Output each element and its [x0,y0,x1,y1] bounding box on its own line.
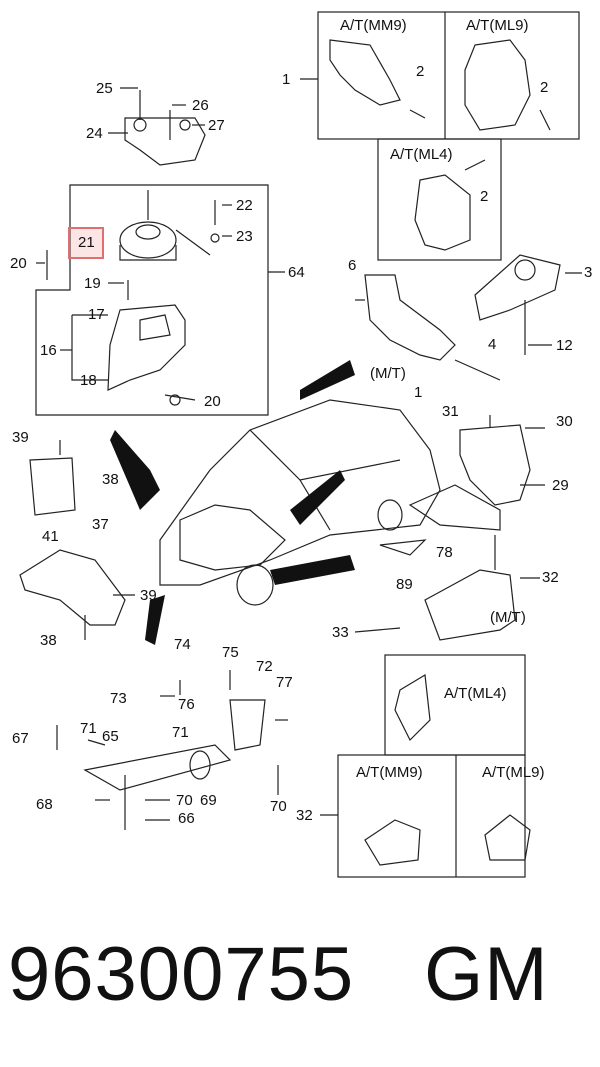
callout-39-top: 39 [12,429,29,446]
callout-21: 21 [78,234,95,251]
callout-76: 76 [178,696,195,713]
callout-66: 66 [178,810,195,827]
callout-68: 68 [36,796,53,813]
variant-label-ml4-bottom: A/T(ML4) [444,685,507,702]
variant-label-mt-left: (M/T) [370,365,406,382]
callout-23: 23 [236,228,253,245]
callout-27: 27 [208,117,225,134]
callout-20-top: 20 [10,255,27,272]
callout-69: 69 [200,792,217,809]
callout-39-bottom: 39 [140,587,157,604]
callout-38-top: 38 [102,471,119,488]
callout-71-right: 71 [172,724,189,741]
callout-32-mt: 32 [542,569,559,586]
callout-25: 25 [96,80,113,97]
part-number: 96300755 [8,932,355,1017]
callout-74: 74 [174,636,191,653]
callout-22: 22 [236,197,253,214]
highlighted-part-21 [68,227,104,259]
callout-75: 75 [222,644,239,661]
callout-18: 18 [80,372,97,389]
car-silhouette [159,399,441,586]
callout-31: 31 [442,403,459,420]
callout-70-right: 70 [270,798,287,815]
callout-1-mt: 1 [414,384,423,401]
callout-1-top: 1 [282,71,291,88]
variant-label-ml4-top: A/T(ML4) [390,146,453,163]
callout-72: 72 [256,658,273,675]
callout-16: 16 [40,342,57,359]
callout-33: 33 [332,624,349,641]
engine-mount-bracket-24 [124,117,206,166]
callout-78: 78 [436,544,453,561]
callout-24: 24 [86,125,103,142]
callout-4: 4 [488,336,497,353]
callout-67: 67 [12,730,29,747]
callout-2-mm9: 2 [416,63,425,80]
callout-29: 29 [552,477,569,494]
callout-12: 12 [556,337,573,354]
callout-3: 3 [584,264,593,281]
callout-89: 89 [396,576,413,593]
callout-41: 41 [42,528,59,545]
callout-30: 30 [556,413,573,430]
callout-19: 19 [84,275,101,292]
variant-label-mt-right: (M/T) [490,609,526,626]
callout-64: 64 [288,264,305,281]
variant-label-mm9-top: A/T(MM9) [340,17,407,34]
callout-38-bottom: 38 [40,632,57,649]
callout-73: 73 [110,690,127,707]
part-caption: 96300755 GM [8,935,549,1015]
callout-71-left: 71 [80,720,97,737]
callout-2-ml4: 2 [480,188,489,205]
callout-17: 17 [88,306,105,323]
callout-32-bottom: 32 [296,807,313,824]
brand-name: GM [424,932,549,1017]
callout-6: 6 [348,257,357,274]
callout-65: 65 [102,728,119,745]
callout-77: 77 [276,674,293,691]
variant-label-ml9-top: A/T(ML9) [466,17,529,34]
variant-label-ml9-bottom: A/T(ML9) [482,764,545,781]
callout-20-bottom: 20 [204,393,221,410]
callout-70-left: 70 [176,792,193,809]
callout-37: 37 [92,516,109,533]
variant-label-mm9-bottom: A/T(MM9) [356,764,423,781]
callout-26: 26 [192,97,209,114]
callout-2-ml9: 2 [540,79,549,96]
